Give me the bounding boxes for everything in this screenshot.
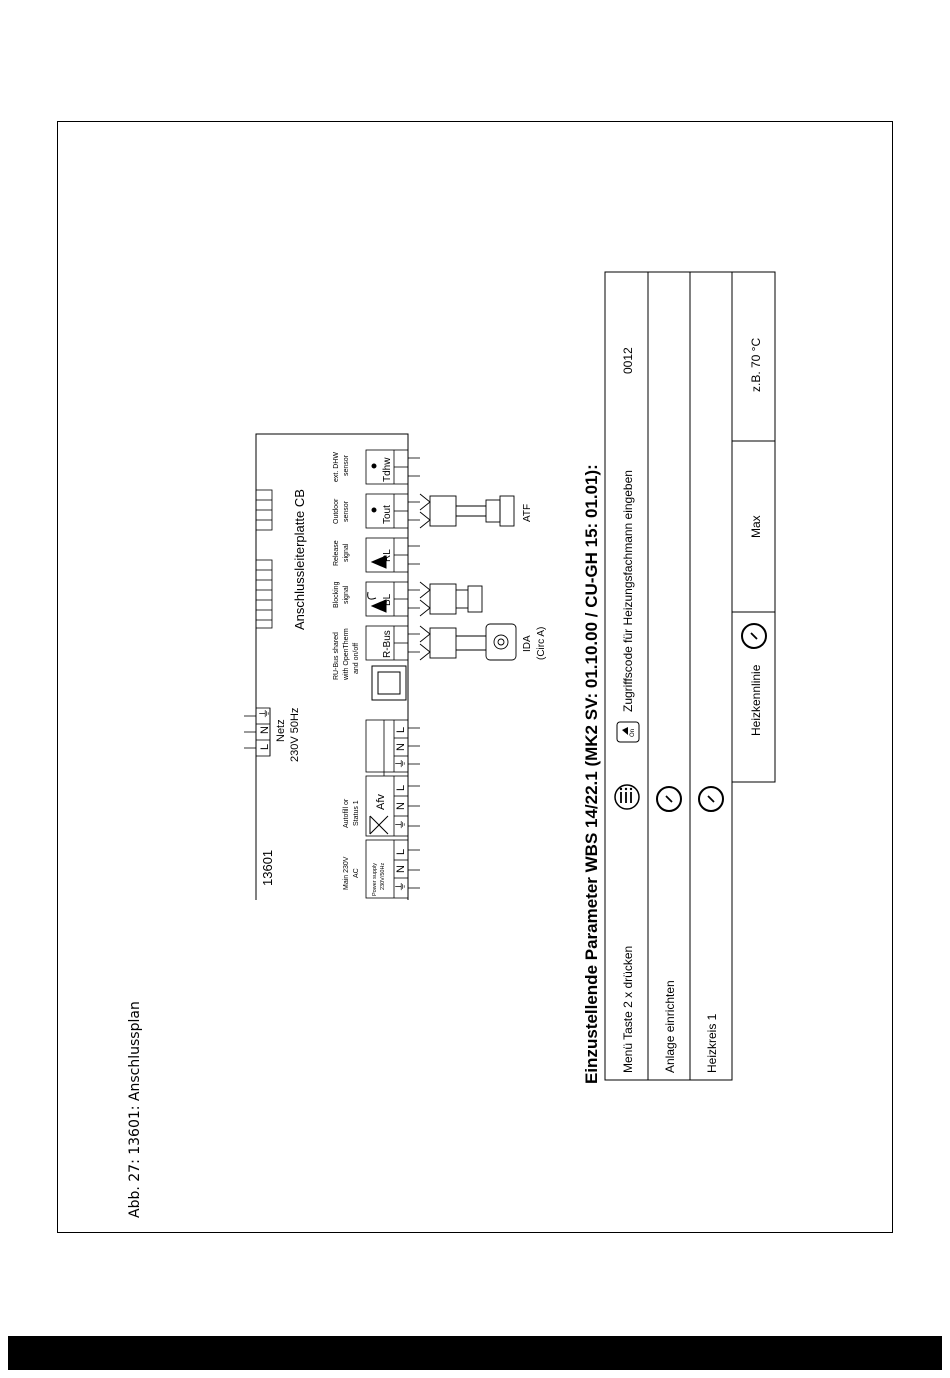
row-4-value: z.B. 70 °C: [749, 338, 763, 392]
row-4-param: Max: [749, 515, 763, 538]
main-230-label-1: Main 230V: [343, 856, 350, 890]
board-connector-top: [255, 489, 273, 629]
power-terminal-n: N: [395, 865, 407, 873]
valve-symbol: [369, 815, 389, 835]
mains-terminal-n: N: [259, 726, 271, 734]
rbus-label-2: with OpenTherm: [343, 628, 350, 681]
row-2-label: Anlage einrichten: [663, 980, 677, 1073]
board-outline: [255, 433, 409, 900]
row-1-label: Menü Taste 2 x drücken: [621, 946, 635, 1073]
mains-terminal-block: [244, 707, 271, 757]
terminal-bl: BL: [382, 593, 393, 606]
footer-bar: [8, 1336, 942, 1370]
dhw-label-1: ext. DHW: [333, 452, 340, 482]
release-label-1: Release: [333, 540, 340, 566]
installer-on-icon: On: [616, 721, 640, 743]
ida-label: IDA: [522, 635, 533, 652]
afv-terminal-n: N: [395, 802, 407, 810]
mains-terminal-pe: ⏚: [258, 708, 271, 719]
rj-connector: [371, 665, 407, 701]
board-code: 13601: [260, 850, 275, 886]
plug-connectors: [419, 493, 517, 661]
afv-terminal-l: L: [395, 785, 407, 791]
circ-a-label: (Circ A): [536, 627, 547, 660]
power-supply-label-1: Power supply: [372, 863, 378, 896]
row-1-value: 0012: [621, 347, 635, 374]
autofill-label-1: Autofill or: [343, 798, 350, 828]
mains-spec: 230V 50Hz: [289, 708, 301, 762]
rbus-label-1: RU-Bus shared: [333, 632, 340, 680]
atf-label: ATF: [522, 504, 533, 522]
release-label-2: signal: [343, 543, 350, 562]
rbus-label-3: and on/off: [353, 643, 360, 674]
check-icon: [698, 786, 724, 812]
check-icon: [656, 786, 682, 812]
dhw-label-2: sensor: [343, 454, 350, 476]
main-230-label-2: AC: [353, 868, 360, 878]
menu-button-icon: [614, 784, 640, 810]
table-row-4-value-border: [731, 271, 776, 613]
svg-text:On: On: [630, 729, 636, 737]
outdoor-label-1: Outdoor: [333, 498, 340, 524]
terminal-tdhw: Tdhw: [382, 457, 393, 482]
power-supply-label-2: 230V/50Hz: [380, 863, 386, 890]
mains-terminal-l: L: [259, 744, 271, 750]
table-row-2-border: [647, 271, 691, 1081]
blocking-label-2: signal: [343, 585, 350, 604]
page-frame: [57, 121, 893, 1233]
power-terminal-block: [365, 719, 420, 899]
terminal-rbus: R-Bus: [382, 630, 393, 658]
mains-label: Netz: [275, 719, 287, 742]
aux-terminal-n: N: [395, 743, 407, 751]
aux-terminal-l: L: [395, 727, 407, 733]
signal-terminal-block: [365, 449, 420, 661]
autofill-label-2: Status 1: [353, 800, 360, 826]
outdoor-label-2: sensor: [343, 500, 350, 522]
wiring-diagram: L N ⏚ Netz 230V 50Hz 13601 Anschlussleit…: [244, 433, 547, 900]
aux-terminal-pe: ⏚: [394, 758, 407, 769]
check-icon: [741, 623, 767, 649]
blocking-label-1: Blocking: [333, 581, 340, 608]
row-1-text: Zugriffscode für Heizungsfachmann eingeb…: [621, 470, 635, 712]
row-4-text: Heizkennlinie: [749, 664, 763, 736]
power-terminal-l: L: [395, 849, 407, 855]
afv-terminal-pe: ⏚: [394, 819, 407, 830]
signal-symbols: [367, 463, 387, 613]
table-row-4-border: [731, 271, 776, 783]
table-row-3-border: [689, 271, 733, 1081]
power-terminal-pe: ⏚: [394, 881, 407, 892]
afv-label: Afv: [375, 794, 387, 810]
terminal-rl: RL: [382, 549, 393, 562]
terminal-tout: Tout: [382, 505, 393, 524]
row-3-label: Heizkreis 1: [705, 1013, 719, 1073]
board-title: Anschlussleiterplatte CB: [292, 489, 307, 630]
